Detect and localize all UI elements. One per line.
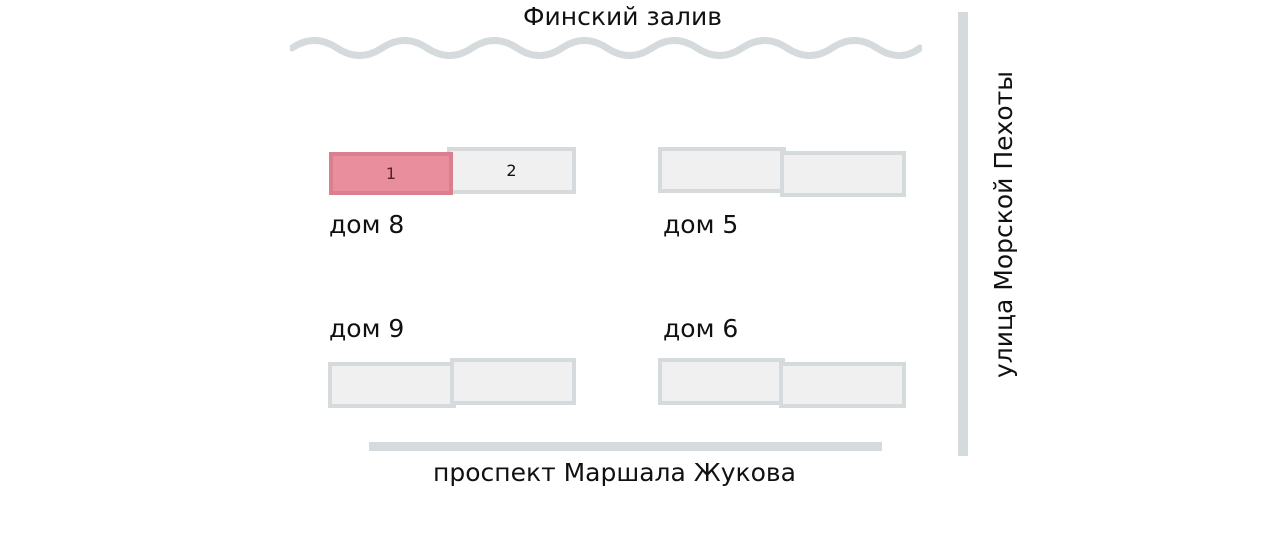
morskoy-pekhoty-street-label: улица Морской Пехоты [989,71,1018,378]
section-number: 1 [385,163,397,183]
house-9-label: дом 9 [329,314,405,343]
house-8-label: дом 8 [329,210,405,239]
house-9-building-left[interactable] [328,362,456,408]
gulf-wave-line [290,37,922,59]
morskoy-pekhoty-street-road [958,12,968,456]
house-5-building-left[interactable] [658,147,786,193]
house-5-building-right[interactable] [780,151,906,197]
marshala-zhukova-avenue-road [369,442,882,451]
house-9-building-right[interactable] [450,358,576,405]
house-5-label: дом 5 [663,210,739,239]
house-8-section-2[interactable]: 2 [447,147,576,194]
house-6-building-left[interactable] [658,358,785,405]
section-number: 2 [506,160,517,180]
gulf-of-finland-label: Финский залив [523,2,722,31]
house-6-label: дом 6 [663,314,739,343]
house-8-section-1[interactable]: 1 [329,152,453,195]
house-6-building-right[interactable] [779,362,906,408]
marshala-zhukova-avenue-label: проспект Маршала Жукова [433,458,796,487]
